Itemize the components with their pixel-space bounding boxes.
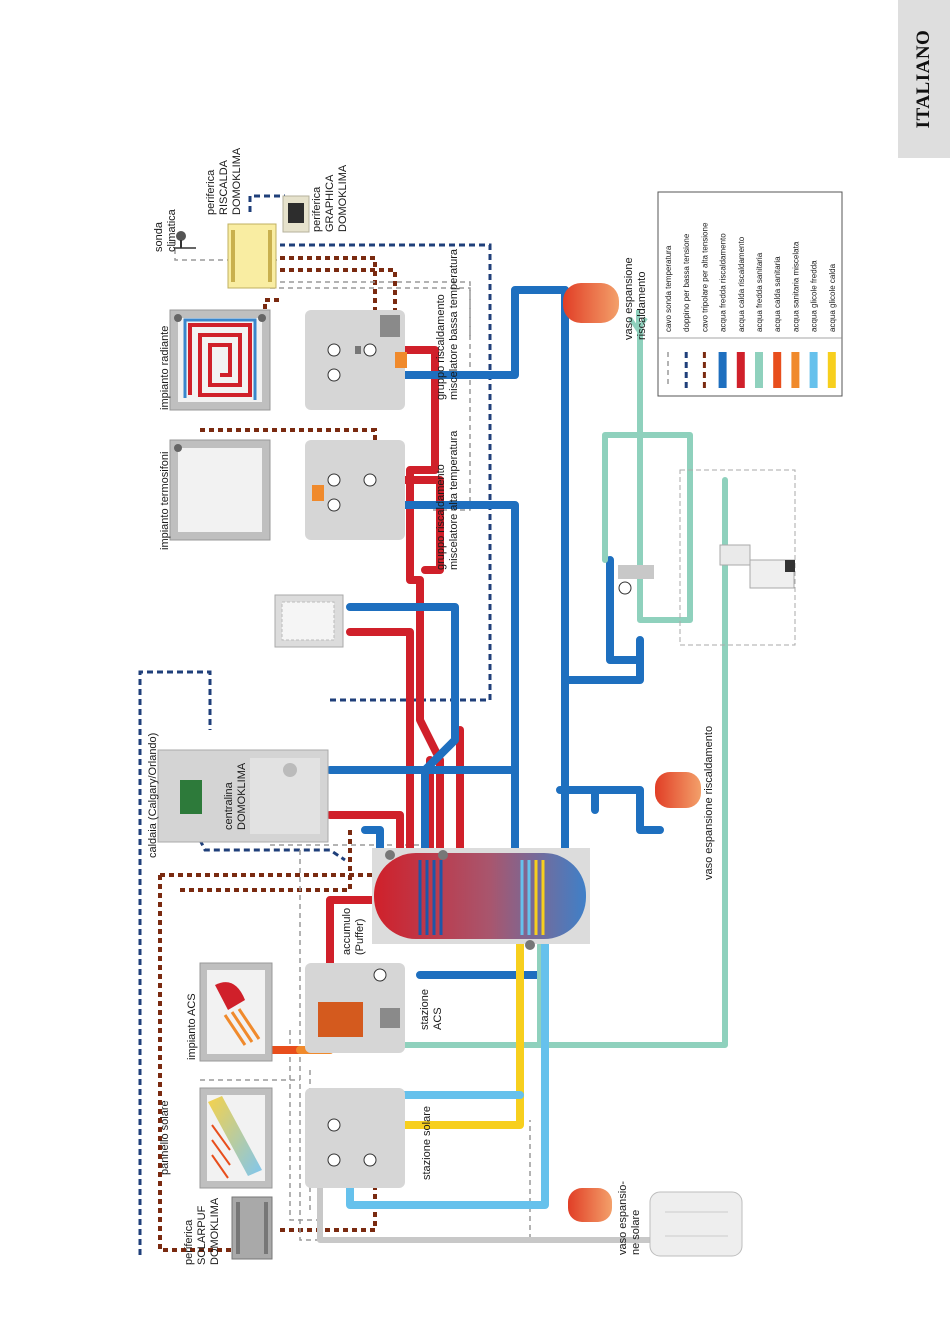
label-periferica-solarpuf: perifericaSOLARPUFDOMOKLIMA xyxy=(183,1197,221,1265)
solar-station xyxy=(305,1088,405,1188)
solarpuf-module xyxy=(231,1196,273,1260)
label-vaso-espansione-mid: vaso espansione riscaldamento xyxy=(703,726,715,880)
solar-panel xyxy=(199,1087,273,1189)
dhw-station xyxy=(305,963,405,1053)
legend-label: acqua glicole fredda xyxy=(810,260,819,332)
graphica-display xyxy=(282,195,310,233)
puffer-tank xyxy=(372,848,590,950)
climate-probe-icon xyxy=(174,231,196,249)
label-vaso-espansione-solare: vaso espansio-ne solare xyxy=(617,1181,642,1255)
label-gruppo-alta: gruppo riscaldamentomiscelatore alta tem… xyxy=(435,430,460,570)
heating-expansion-vessel-top xyxy=(563,283,619,323)
legend-label: acqua fredda riscaldamento xyxy=(719,233,728,332)
labels: sondaclimatica perifericaRISCALDADOMOKLI… xyxy=(147,147,715,1265)
legend-label: acqua calda riscaldamento xyxy=(737,236,746,332)
riscalda-module xyxy=(227,223,277,289)
high-temp-mixing-group xyxy=(305,440,405,540)
label-caldaia: caldaia (Calgary/Orlando) xyxy=(147,733,159,858)
label-periferica-graphica: perifericaGRAPHICADOMOKLIMA xyxy=(311,164,349,232)
water-softener xyxy=(719,544,795,589)
legend-label: acqua glicole calda xyxy=(828,263,837,332)
dhw-system xyxy=(199,962,273,1062)
solar-expansion-vessel xyxy=(568,1188,612,1222)
legend-label: cavo tripolare per alta tensione xyxy=(700,222,709,332)
legend-label: acqua fredda sanitaria xyxy=(755,252,764,332)
mixing-valve-assembly xyxy=(618,565,654,595)
radiator-system xyxy=(169,439,271,541)
label-gruppo-bassa: gruppo riscaldamentomiscelatore bassa te… xyxy=(435,248,460,400)
label-stazione-acs: stazioneACS xyxy=(419,989,444,1030)
low-temp-mixing-group xyxy=(305,310,407,410)
legend: cavo sonda temperatura doppino per bassa … xyxy=(657,191,843,397)
label-centralina: centralinaDOMOKLIMA xyxy=(223,762,248,830)
language-tab: ITALIANO xyxy=(898,0,950,158)
cold-water-inlet xyxy=(628,310,648,334)
label-vaso-espansione-top: vaso espansioneriscaldamento xyxy=(623,257,648,340)
junction-box xyxy=(274,594,344,648)
label-impianto-acs: impianto ACS xyxy=(186,993,198,1060)
label-impianto-termosifoni: impianto termosifoni xyxy=(159,452,171,550)
legend-label: cavo sonda temperatura xyxy=(664,245,673,332)
legend-label: acqua calda sanitaria xyxy=(773,256,782,332)
label-impianto-radiante: impianto radiante xyxy=(159,326,171,410)
label-stazione-solare: stazione solare xyxy=(421,1106,433,1180)
legend-label: doppino per bassa tensione xyxy=(682,233,691,332)
label-periferica-riscalda: perifericaRISCALDADOMOKLIMA xyxy=(205,147,243,215)
heating-expansion-vessel-mid xyxy=(655,772,701,808)
water-softener-box xyxy=(679,469,796,646)
label-pannello-solare: pannello solare xyxy=(159,1100,171,1175)
label-accumulo: accumulo(Puffer) xyxy=(341,908,366,955)
underfloor-heating xyxy=(169,309,271,411)
glycol-tank xyxy=(649,1191,743,1257)
boiler xyxy=(157,749,329,843)
legend-label: acqua sanitaria miscelata xyxy=(791,241,800,332)
label-sonda-climatica: sondaclimatica xyxy=(153,208,178,252)
